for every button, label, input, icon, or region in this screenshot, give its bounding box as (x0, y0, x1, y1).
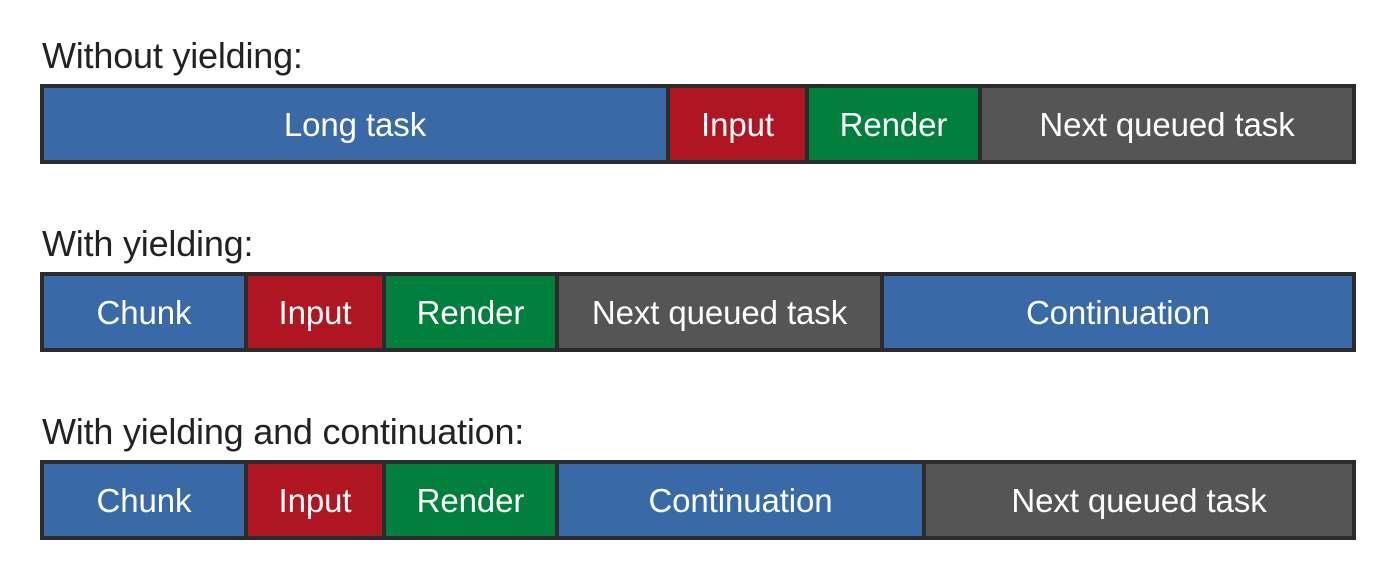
timeline-segment-label: Render (839, 105, 948, 143)
timeline-segment-render: Render (809, 88, 982, 160)
timeline-segment-input: Input (248, 464, 386, 536)
timeline-segment-label: Next queued task (1039, 105, 1295, 143)
timeline-group-with-yielding: With yielding: Chunk Input Render Next queu… (40, 222, 1356, 352)
timeline-group-with-yielding-and-continuation: With yielding and continuation: Chunk Inp… (40, 410, 1356, 540)
timeline-segment-label: Next queued task (591, 293, 848, 331)
timeline-segment-input: Input (248, 276, 386, 348)
timeline-segment-label: Render (416, 481, 525, 519)
timeline-group-without-yielding: Without yielding: Long task Input Render Ne… (40, 34, 1356, 164)
timeline-segment-label: Next queued task (1011, 481, 1267, 519)
timeline-segment-label: Render (416, 293, 525, 331)
timeline-segment-next-queued-task: Next queued task (982, 88, 1352, 160)
timeline-segment-label: Chunk (96, 293, 192, 331)
timeline-segment-label: Continuation (1025, 293, 1211, 331)
timeline-segment-label: Input (278, 481, 352, 519)
group-title: Without yielding: (42, 35, 303, 76)
timeline-segment-render: Render (386, 464, 559, 536)
timeline-segment-long-task: Long task (44, 88, 670, 160)
timeline-segment-next-queued-task: Next queued task (926, 464, 1352, 536)
group-title: With yielding: (42, 223, 254, 264)
timeline-segment-label: Long task (283, 105, 427, 143)
timeline-segment-next-queued-task: Next queued task (559, 276, 884, 348)
timeline-segment-input: Input (670, 88, 809, 160)
group-title: With yielding and continuation: (42, 411, 525, 452)
timeline-bar: Chunk Input Render Next queued task Continua… (40, 272, 1356, 352)
timeline-segment-render: Render (386, 276, 559, 348)
timeline-segment-continuation: Continuation (559, 464, 926, 536)
timeline-bar: Chunk Input Render Continuation Next queued … (40, 460, 1356, 540)
timeline-segment-continuation: Continuation (884, 276, 1352, 348)
timeline-segment-chunk: Chunk (44, 464, 248, 536)
timeline-segment-label: Input (701, 105, 774, 143)
timeline-segment-chunk: Chunk (44, 276, 248, 348)
timeline-segment-label: Chunk (96, 481, 192, 519)
timeline-segment-label: Continuation (648, 481, 833, 519)
timeline-segment-label: Input (278, 293, 352, 331)
timeline-bar: Long task Input Render Next queued task (40, 84, 1356, 164)
